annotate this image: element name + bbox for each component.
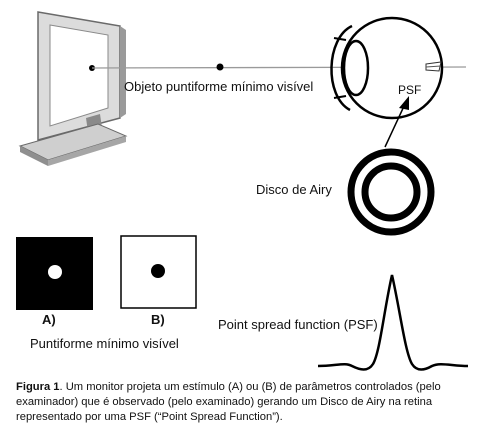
- psf-arrow: [384, 96, 409, 148]
- object-point: [216, 63, 224, 71]
- caption-text: . Um monitor projeta um estímulo (A) ou …: [16, 381, 441, 423]
- stimulus-a: [16, 237, 93, 310]
- stimulus-b: [120, 235, 197, 309]
- object-label: Objeto puntiforme mínimo visível: [124, 79, 314, 94]
- caption-prefix: Figura 1: [16, 381, 60, 393]
- minimum-visible-label: Puntiforme mínimo visível: [30, 336, 179, 351]
- figure-caption: Figura 1. Um monitor projeta um estímulo…: [16, 380, 472, 425]
- eye-icon: [330, 16, 444, 120]
- monitor-icon: [18, 11, 128, 166]
- airy-disk-icon: [347, 148, 435, 236]
- stimulus-b-label: B): [151, 312, 165, 327]
- psf-label: PSF: [398, 83, 422, 97]
- airy-disk-label: Disco de Airy: [256, 182, 332, 197]
- stimulus-a-label: A): [42, 312, 56, 327]
- psf-function-label: Point spread function (PSF): [218, 317, 378, 332]
- psf-curve: [317, 274, 469, 371]
